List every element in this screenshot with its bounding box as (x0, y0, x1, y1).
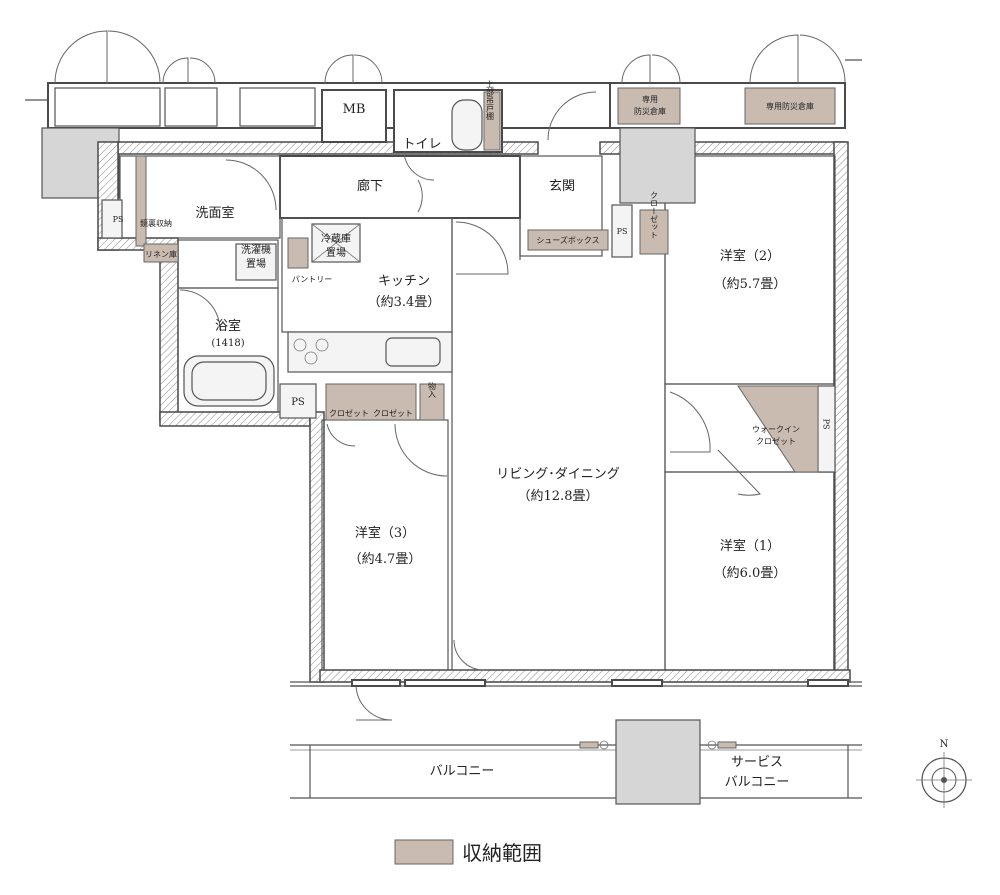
label-entrance: 玄関 (549, 179, 575, 194)
label-western-1: 洋室（1） (720, 538, 780, 554)
label-fridge-1: 冷蔵庫 (321, 232, 351, 245)
label-kitchen-size: （約3.4畳） (368, 295, 441, 310)
label-mirror-storage: 鏡裏収納 (140, 218, 172, 228)
label-fridge-2: 置場 (326, 246, 346, 259)
label-living: リビング･ダイニング (496, 467, 620, 482)
label-upper-shelf: 上部吊戸棚 (486, 80, 495, 121)
label-shoe-box: シューズボックス (536, 235, 599, 245)
label-pantry: パントリー (292, 275, 332, 284)
label-bath: 浴室 (215, 318, 241, 334)
label-service-1: サービス (731, 755, 783, 770)
label-disaster-small-1: 専用 (642, 94, 658, 104)
legend: 収納範囲 (394, 839, 542, 865)
label-disaster-large: 専用防災倉庫 (766, 101, 814, 111)
label-corridor: 廊下 (357, 178, 383, 194)
label-washer-2: 置場 (246, 257, 266, 270)
label-walkin-2: クロゼット (756, 436, 796, 446)
label-linen: リネン庫 (145, 249, 177, 259)
label-walkin-1: ウォークイン (752, 425, 800, 434)
label-balcony: バルコニー (430, 764, 495, 779)
label-ps-left: PS (113, 215, 124, 224)
label-ps-bath: PS (291, 397, 305, 408)
legend-swatch (394, 839, 454, 865)
legend-label: 収納範囲 (462, 841, 542, 865)
label-bath-size: (1418) (211, 338, 244, 349)
label-disaster-small-2: 防災倉庫 (634, 106, 666, 116)
label-western-3: 洋室（3） (355, 525, 415, 541)
room-labels: MB トイレ 上部吊戸棚 廊下 玄関 洗面室 リネン庫 鏡裏収納 洗濯機 置場 … (113, 80, 949, 790)
door-swings (179, 91, 761, 721)
label-western-3-size: （約4.7畳） (349, 552, 422, 567)
label-closet-b: クロゼット (373, 408, 413, 418)
label-ps-walkin: PS (822, 419, 831, 430)
label-service-2: バルコニー (725, 775, 790, 790)
interior-walls (101, 155, 836, 671)
label-toilet: トイレ (402, 137, 441, 152)
label-living-size: （約12.8畳） (518, 489, 599, 504)
compass-rose (916, 752, 972, 808)
label-ps-entrance: PS (617, 227, 628, 236)
label-kitchen: キッチン (378, 274, 430, 289)
storage-areas (135, 87, 836, 473)
label-closet-a: クロゼット (329, 408, 369, 418)
label-storage: 物入 (428, 381, 437, 398)
label-western-1-size: （約6.0畳） (714, 566, 787, 581)
upper-rooms (321, 89, 696, 204)
label-closet-small: クローゼット (650, 191, 659, 239)
compass-north-label: N (940, 739, 949, 750)
balcony (290, 679, 862, 805)
label-western-2: 洋室（2） (720, 248, 780, 264)
label-mb: MB (343, 102, 366, 117)
fixtures (183, 223, 453, 407)
label-washer-1: 洗濯機 (241, 243, 271, 256)
label-western-2-size: （約5.7畳） (714, 277, 787, 292)
label-washroom: 洗面室 (195, 205, 234, 221)
